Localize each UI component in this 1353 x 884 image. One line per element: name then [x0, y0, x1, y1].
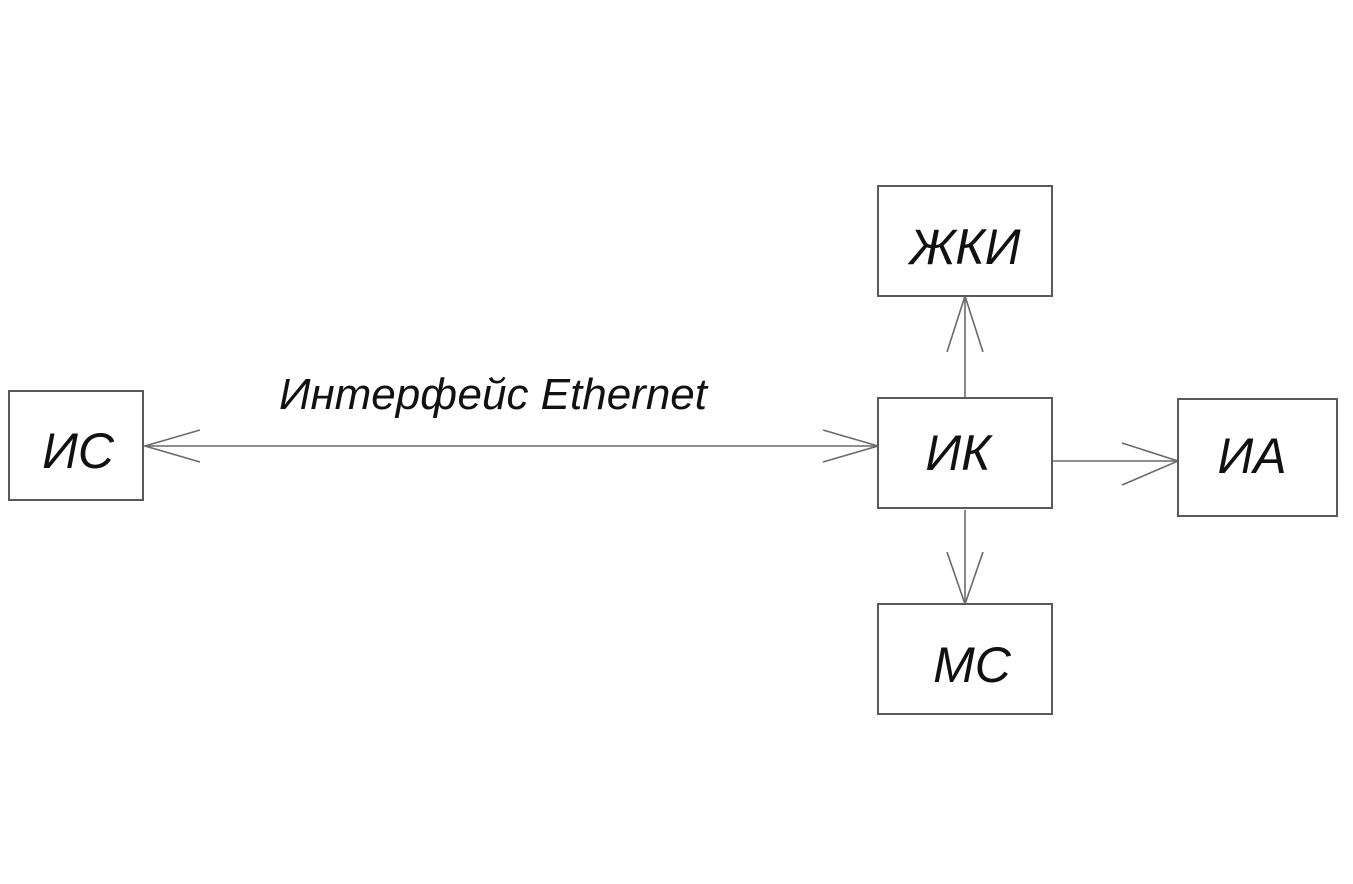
node-zhki-box	[877, 185, 1053, 297]
node-ms-label: МС	[933, 637, 1012, 693]
node-is-label: ИС	[42, 423, 115, 479]
node-zhki-label: ЖКИ	[906, 219, 1020, 275]
edge-is-ik: Интерфейс Ethernet	[142, 370, 881, 463]
arrowhead-to-ia	[1121, 442, 1181, 486]
edge-ik-ia	[1052, 442, 1181, 486]
node-ik-label: ИК	[925, 425, 993, 481]
edge-ik-zhki	[946, 293, 984, 398]
edge-ik-ms	[946, 510, 984, 607]
node-ik-box	[877, 397, 1053, 509]
arrowhead-to-is	[142, 429, 201, 463]
node-is: ИС	[8, 390, 144, 501]
node-ia-box	[1177, 398, 1338, 517]
node-ia-label: ИА	[1217, 428, 1286, 484]
node-zhki: ЖКИ	[877, 185, 1053, 297]
node-ms-box	[877, 603, 1053, 715]
edge-is-ik-label: Интерфейс Ethernet	[279, 370, 709, 419]
node-ia: ИА	[1177, 398, 1338, 517]
node-ms: МС	[877, 603, 1053, 715]
node-is-box	[8, 390, 144, 501]
node-ik: ИК	[877, 397, 1053, 509]
